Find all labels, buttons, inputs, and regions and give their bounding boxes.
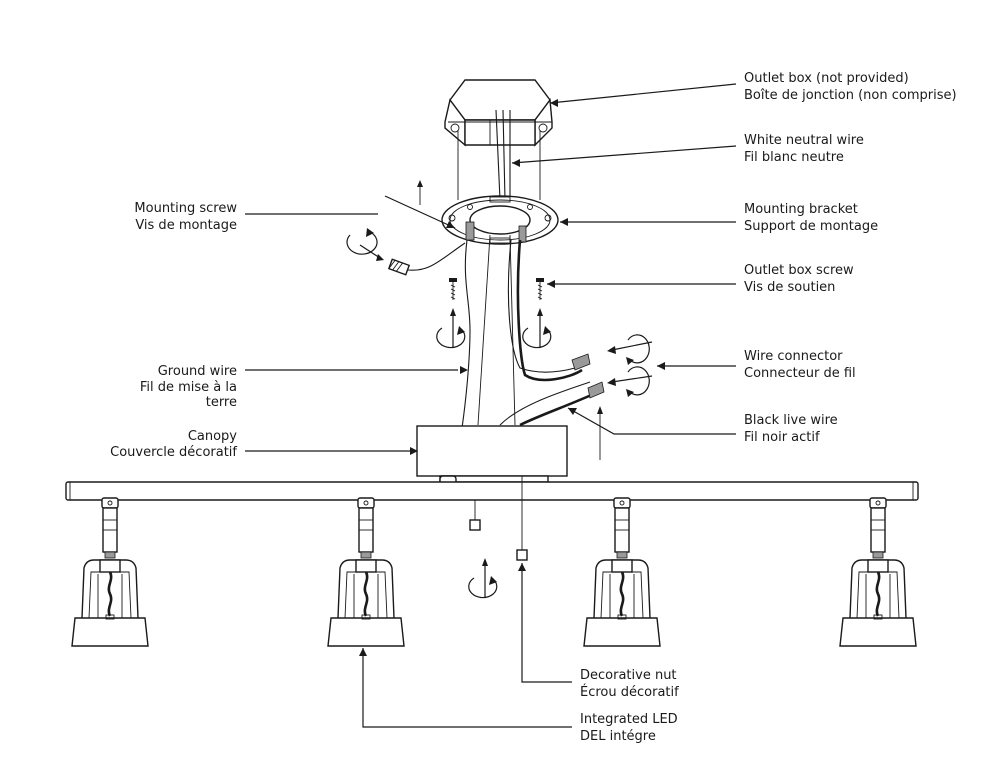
svg-text:Boîte de jonction (non compris: Boîte de jonction (non comprise)	[744, 88, 957, 103]
spotlight-group	[71, 497, 917, 647]
outlet-box	[444, 79, 553, 147]
canopy	[416, 425, 568, 487]
spotlight-3	[583, 497, 661, 647]
svg-text:Canopy: Canopy	[188, 429, 237, 444]
label-black-live-wire: Black live wire Fil noir actif	[744, 413, 838, 445]
svg-text:Ground wire: Ground wire	[158, 364, 237, 379]
label-mounting-screw: Mounting screw Vis de montage	[134, 201, 237, 233]
leader-lines	[245, 83, 737, 728]
decorative-nut	[469, 476, 528, 561]
outlet-box-screw-left	[449, 278, 457, 300]
svg-text:Outlet box (not provided): Outlet box (not provided)	[744, 71, 909, 86]
svg-text:Mounting bracket: Mounting bracket	[744, 202, 858, 217]
svg-text:Decorative nut: Decorative nut	[580, 668, 677, 683]
label-decorative-nut: Decorative nut Écrou décoratif	[580, 668, 679, 700]
spotlight-4	[839, 497, 917, 647]
svg-text:terre: terre	[206, 395, 237, 410]
fixture-wires	[499, 239, 605, 427]
label-canopy: Canopy Couvercle décoratif	[110, 429, 237, 460]
canopy-screw	[597, 406, 603, 460]
ground-wire	[387, 239, 471, 429]
svg-text:Wire connector: Wire connector	[744, 349, 843, 364]
svg-text:Fil de mise à la: Fil de mise à la	[140, 380, 237, 395]
svg-text:Couvercle décoratif: Couvercle décoratif	[110, 445, 237, 460]
label-wire-connector: Wire connector Connecteur de fil	[744, 349, 856, 381]
svg-text:Support de montage: Support de montage	[744, 219, 878, 234]
svg-text:Mounting screw: Mounting screw	[134, 201, 237, 216]
center-post	[477, 234, 516, 426]
label-white-neutral-wire: White neutral wire Fil blanc neutre	[744, 133, 864, 165]
svg-text:Fil blanc neutre: Fil blanc neutre	[744, 150, 844, 165]
svg-text:Fil noir actif: Fil noir actif	[744, 430, 820, 445]
svg-text:Connecteur de fil: Connecteur de fil	[744, 366, 856, 381]
svg-text:White neutral wire: White neutral wire	[744, 133, 864, 148]
mounting-bracket	[441, 195, 559, 245]
svg-text:Vis de soutien: Vis de soutien	[744, 280, 835, 295]
label-integrated-led: Integrated LED DEL intégre	[580, 712, 678, 744]
svg-text:DEL intégre: DEL intégre	[580, 729, 656, 744]
outlet-box-screw-right	[536, 278, 544, 300]
svg-text:Vis de montage: Vis de montage	[135, 218, 237, 233]
rotate-icon-decorative-nut	[468, 558, 498, 599]
rotate-icon-connector-bottom	[607, 366, 653, 397]
spotlight-2	[327, 497, 405, 647]
mounting-screw-top	[417, 180, 423, 205]
rotate-icon-connector-top	[607, 334, 653, 365]
svg-text:Integrated LED: Integrated LED	[580, 712, 678, 727]
rotate-icon-right-screw	[522, 308, 552, 349]
label-outlet-box-screw: Outlet box screw Vis de soutien	[744, 263, 854, 295]
spotlight-1	[71, 497, 149, 647]
supply-wires	[457, 109, 541, 201]
label-outlet-box: Outlet box (not provided) Boîte de jonct…	[744, 71, 957, 103]
rotate-icon-left-screw	[436, 308, 466, 349]
rotate-icon-left-bracket	[346, 228, 384, 261]
track-bar	[65, 481, 919, 501]
svg-text:Écrou décoratif: Écrou décoratif	[580, 684, 679, 700]
label-mounting-bracket: Mounting bracket Support de montage	[744, 202, 878, 234]
label-ground-wire: Ground wire Fil de mise à la terre	[140, 364, 237, 410]
svg-text:Outlet box screw: Outlet box screw	[744, 263, 854, 278]
svg-text:Black live wire: Black live wire	[744, 413, 838, 428]
